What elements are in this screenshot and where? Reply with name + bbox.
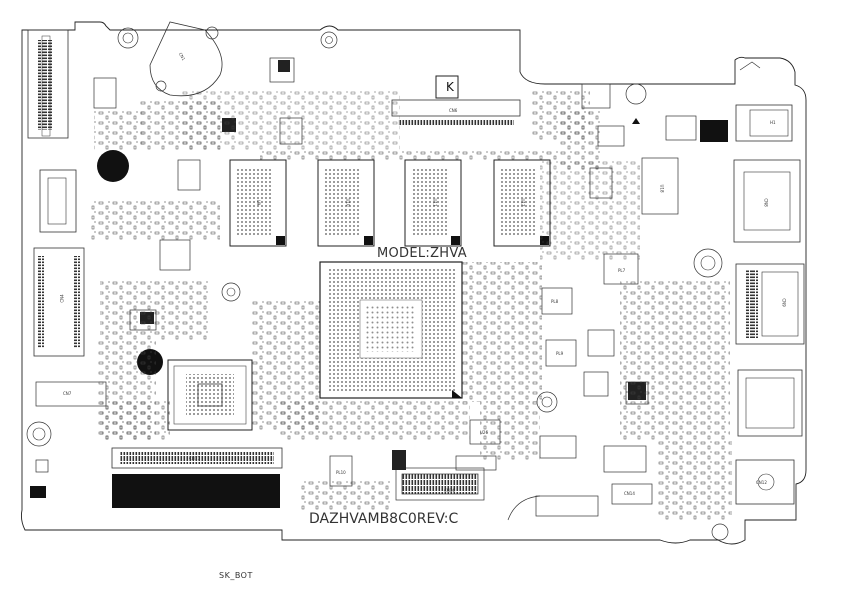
mounting-holes: [26, 27, 729, 541]
port-cn10: [737, 369, 803, 437]
refdes-cn12: CN12: [756, 480, 767, 485]
board-id-label: DAZHVAMB8C0REV:C: [309, 511, 459, 527]
refdes-h1: H1: [770, 120, 776, 125]
usb-port-top-right: [735, 104, 793, 142]
pad-black-right: [700, 120, 728, 142]
refdes-u9: U9: [256, 199, 262, 206]
pad-bottom-left: [30, 486, 46, 498]
refdes-u18: U18: [659, 184, 665, 193]
electrolytic-cap-1: [97, 150, 129, 182]
pin1-marker: [632, 118, 640, 124]
board-outline: [20, 21, 807, 545]
coin-battery-cn1: [149, 21, 223, 97]
corner-mark: K: [446, 80, 454, 94]
refdes-cn6: CN6: [449, 108, 458, 113]
refdes-cn14: CN14: [624, 491, 635, 496]
passive-fields: [90, 90, 732, 520]
refdes-cn16: CN16: [444, 488, 455, 493]
connector-cn11: [111, 447, 283, 508]
pch-bga: [167, 359, 253, 431]
pad-left-small: [35, 459, 49, 473]
refdes-u11: U11: [432, 198, 438, 207]
port-cn8: [733, 159, 801, 243]
cpu-bga: [319, 261, 463, 399]
port-cn9: [735, 263, 805, 345]
refdes-cn11: CN11: [189, 456, 200, 461]
audio-jack-cn12: [735, 459, 795, 505]
model-label: MODEL:ZHVA: [377, 246, 467, 261]
m2-slot-left: [33, 247, 85, 357]
refdes-u26: U26: [480, 430, 489, 435]
arc-cutout: [507, 495, 541, 521]
pad-black-cn16: [392, 450, 406, 470]
refdes-pl8: PL8: [551, 299, 559, 304]
pad-black-top2: [278, 60, 290, 72]
refdes-cn8: CN8: [763, 198, 769, 207]
refdes-u12: U12: [520, 198, 526, 207]
refdes-cn7: CN7: [63, 391, 72, 396]
connector-cn6: [391, 75, 521, 126]
refdes-u10: U10: [345, 198, 351, 207]
dram-chip-u9: [229, 159, 287, 247]
connector-left-mid: [39, 169, 77, 233]
refdes-cn4: CN4: [59, 294, 65, 303]
refdes-cn9: CN9: [781, 298, 787, 307]
edge-notch: [739, 61, 761, 71]
refdes-pl10: PL10: [336, 470, 346, 475]
side-label: SK_BOT: [219, 571, 253, 580]
connector-top-left: [27, 29, 69, 139]
refdes-pl7: PL7: [618, 268, 626, 273]
refdes-pl9: PL9: [556, 351, 564, 356]
